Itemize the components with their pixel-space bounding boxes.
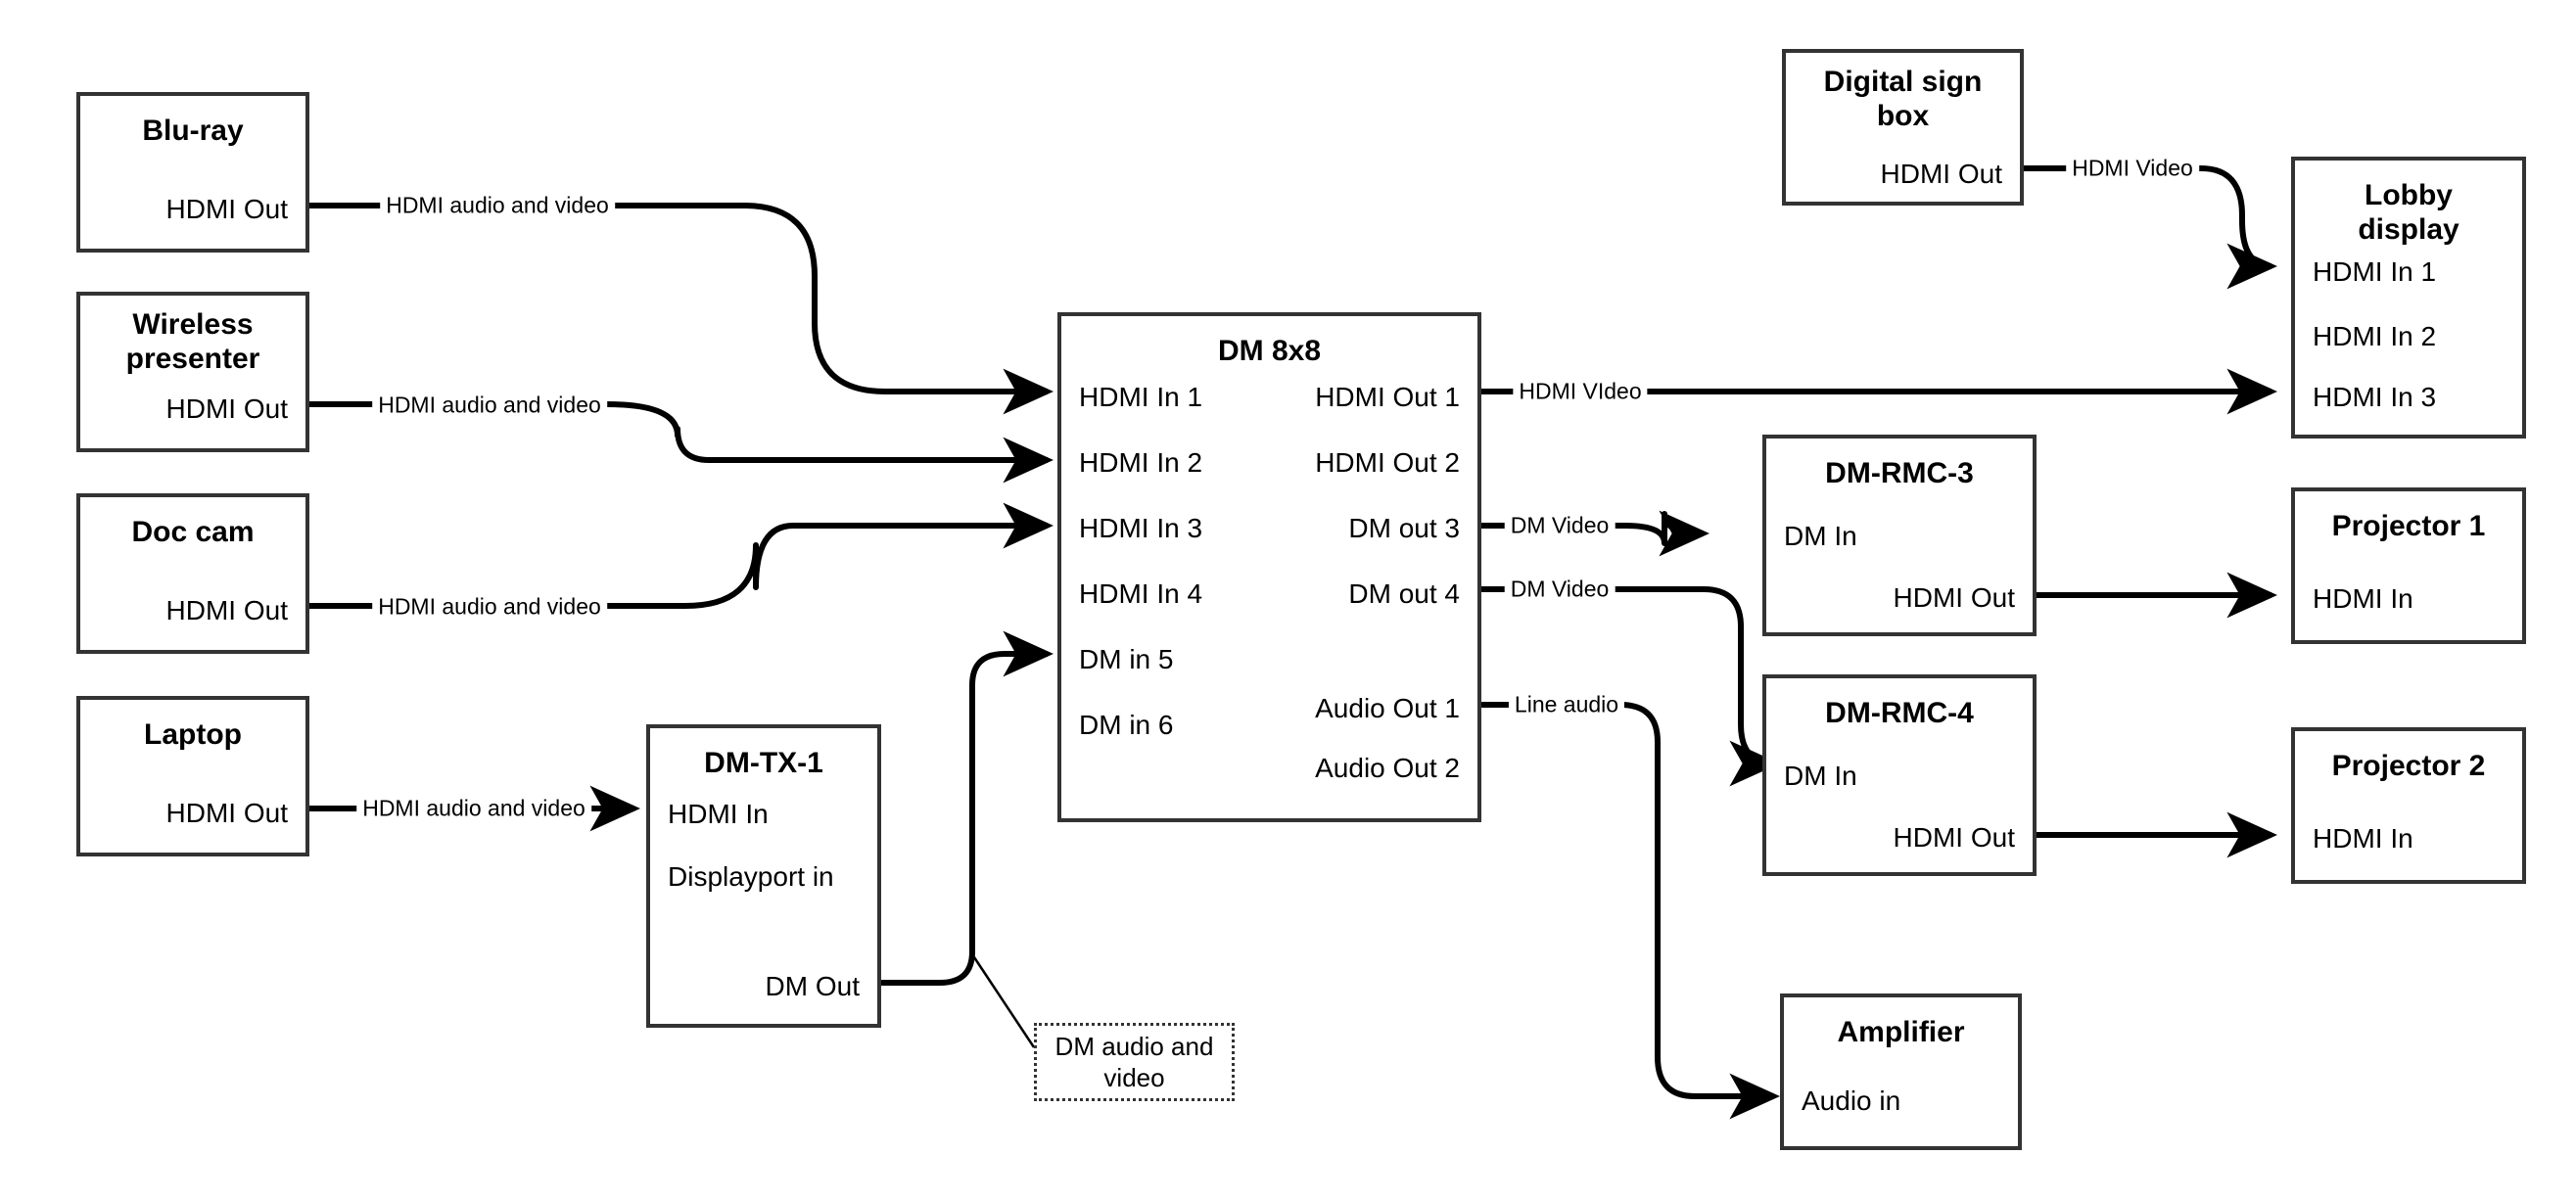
port-dm-in-5[interactable]: DM in 5 <box>1079 644 1174 674</box>
device-projector-2[interactable]: Projector 2 HDMI In <box>2291 727 2526 884</box>
device-title: Doc cam <box>131 516 255 548</box>
cable-label-wireless: HDMI audio and video <box>372 392 607 419</box>
device-dm-tx-1[interactable]: DM-TX-1 HDMI In Displayport in DM Out <box>646 724 881 1028</box>
port-dm-out-3[interactable]: DM out 3 <box>1348 513 1460 543</box>
device-title: DM 8x8 <box>1217 335 1322 367</box>
device-title: DM-TX-1 <box>704 747 823 779</box>
device-wireless-presenter[interactable]: Wireless presenter HDMI Out <box>76 292 309 452</box>
cable-label-dmout4: DM Video <box>1504 576 1616 603</box>
cable-doccam-to-dm8x8 <box>309 502 1054 609</box>
port-dm-out-4[interactable]: DM out 4 <box>1348 578 1460 609</box>
device-title: Projector 2 <box>2331 750 2486 782</box>
port-hdmi-in[interactable]: HDMI In <box>2313 583 2413 614</box>
device-title: Blu-ray <box>142 115 244 147</box>
cable-dm8x8-audioout1-to-amp <box>1481 702 1781 1120</box>
device-title: Digital sign box <box>1823 66 1983 133</box>
cable-label-doccam: HDMI audio and video <box>372 593 607 621</box>
port-hdmi-in-2[interactable]: HDMI In 2 <box>1079 447 1203 478</box>
port-displayport-in[interactable]: Displayport in <box>668 861 834 892</box>
port-hdmi-in[interactable]: HDMI In <box>668 799 769 829</box>
cable-label-signbox: HDMI Video <box>2066 155 2199 182</box>
port-dm-in[interactable]: DM In <box>1784 761 1857 791</box>
port-audio-out-2[interactable]: Audio Out 2 <box>1315 753 1460 783</box>
port-hdmi-in-3[interactable]: HDMI In 3 <box>2313 382 2437 412</box>
device-amplifier[interactable]: Amplifier Audio in <box>1780 993 2022 1150</box>
port-dm-in[interactable]: DM In <box>1784 521 1857 551</box>
port-hdmi-out-2[interactable]: HDMI Out 2 <box>1315 447 1460 478</box>
device-digital-sign-box[interactable]: Digital sign box HDMI Out <box>1782 49 2024 206</box>
port-hdmi-out[interactable]: HDMI Out <box>1893 582 2015 613</box>
device-title: Lobby display <box>2358 179 2459 247</box>
port-hdmi-out[interactable]: HDMI Out <box>165 798 288 828</box>
device-title: DM-RMC-3 <box>1825 457 1974 489</box>
port-audio-out-1[interactable]: Audio Out 1 <box>1315 693 1460 723</box>
cable-label-lineaudio: Line audio <box>1508 691 1625 718</box>
cable-bluray-to-dm8x8 <box>309 203 1054 415</box>
device-doc-cam[interactable]: Doc cam HDMI Out <box>76 493 309 654</box>
cable-label-hdmiout1: HDMI VIdeo <box>1513 378 1648 405</box>
device-dm-rmc-3[interactable]: DM-RMC-3 DM In HDMI Out <box>1762 435 2037 636</box>
device-bluray[interactable]: Blu-ray HDMI Out <box>76 92 309 253</box>
device-laptop[interactable]: Laptop HDMI Out <box>76 696 309 856</box>
port-hdmi-out[interactable]: HDMI Out <box>1880 159 2002 189</box>
port-hdmi-out[interactable]: HDMI Out <box>165 595 288 625</box>
cable-label-bluray: HDMI audio and video <box>380 192 615 219</box>
device-lobby-display[interactable]: Lobby display HDMI In 1 HDMI In 2 HDMI I… <box>2291 157 2526 439</box>
cable-wireless-to-dm8x8 <box>309 401 1054 484</box>
cable-label-dmout3: DM Video <box>1504 512 1616 539</box>
device-dm-rmc-4[interactable]: DM-RMC-4 DM In HDMI Out <box>1762 674 2037 876</box>
cable-signbox-to-lobby <box>2024 165 2277 290</box>
device-title: Amplifier <box>1837 1016 1965 1048</box>
device-title: DM-RMC-4 <box>1825 697 1974 729</box>
port-hdmi-in-3[interactable]: HDMI In 3 <box>1079 513 1203 543</box>
cable-dmtx1-to-dm8x8 <box>881 630 1054 986</box>
callout-dm-audio-and-video: DM audio and video <box>1034 1023 1235 1101</box>
cable-label-laptop: HDMI audio and video <box>356 795 591 822</box>
port-hdmi-out[interactable]: HDMI Out <box>1893 822 2015 853</box>
cable-dm8x8-dmout3-to-rmc3 <box>1481 510 1710 557</box>
port-hdmi-in[interactable]: HDMI In <box>2313 823 2413 854</box>
port-hdmi-out[interactable]: HDMI Out <box>165 393 288 424</box>
device-title: Projector 1 <box>2331 510 2486 542</box>
port-hdmi-in-4[interactable]: HDMI In 4 <box>1079 578 1203 609</box>
device-title: Wireless presenter <box>125 308 260 376</box>
port-hdmi-in-1[interactable]: HDMI In 1 <box>1079 382 1203 412</box>
port-hdmi-in-2[interactable]: HDMI In 2 <box>2313 321 2437 351</box>
device-title: Laptop <box>144 718 242 751</box>
port-audio-in[interactable]: Audio in <box>1802 1086 1901 1116</box>
port-dm-in-6[interactable]: DM in 6 <box>1079 710 1174 740</box>
port-dm-out[interactable]: DM Out <box>765 971 860 1001</box>
port-hdmi-in-1[interactable]: HDMI In 1 <box>2313 256 2437 287</box>
port-hdmi-out-1[interactable]: HDMI Out 1 <box>1315 382 1460 412</box>
device-dm-8x8[interactable]: DM 8x8 HDMI In 1 HDMI In 2 HDMI In 3 HDM… <box>1057 312 1481 822</box>
device-projector-1[interactable]: Projector 1 HDMI In <box>2291 487 2526 644</box>
cable-dm8x8-dmout4-to-rmc4 <box>1481 586 1780 787</box>
port-hdmi-out[interactable]: HDMI Out <box>165 194 288 224</box>
callout-leader-line <box>970 953 1036 1048</box>
